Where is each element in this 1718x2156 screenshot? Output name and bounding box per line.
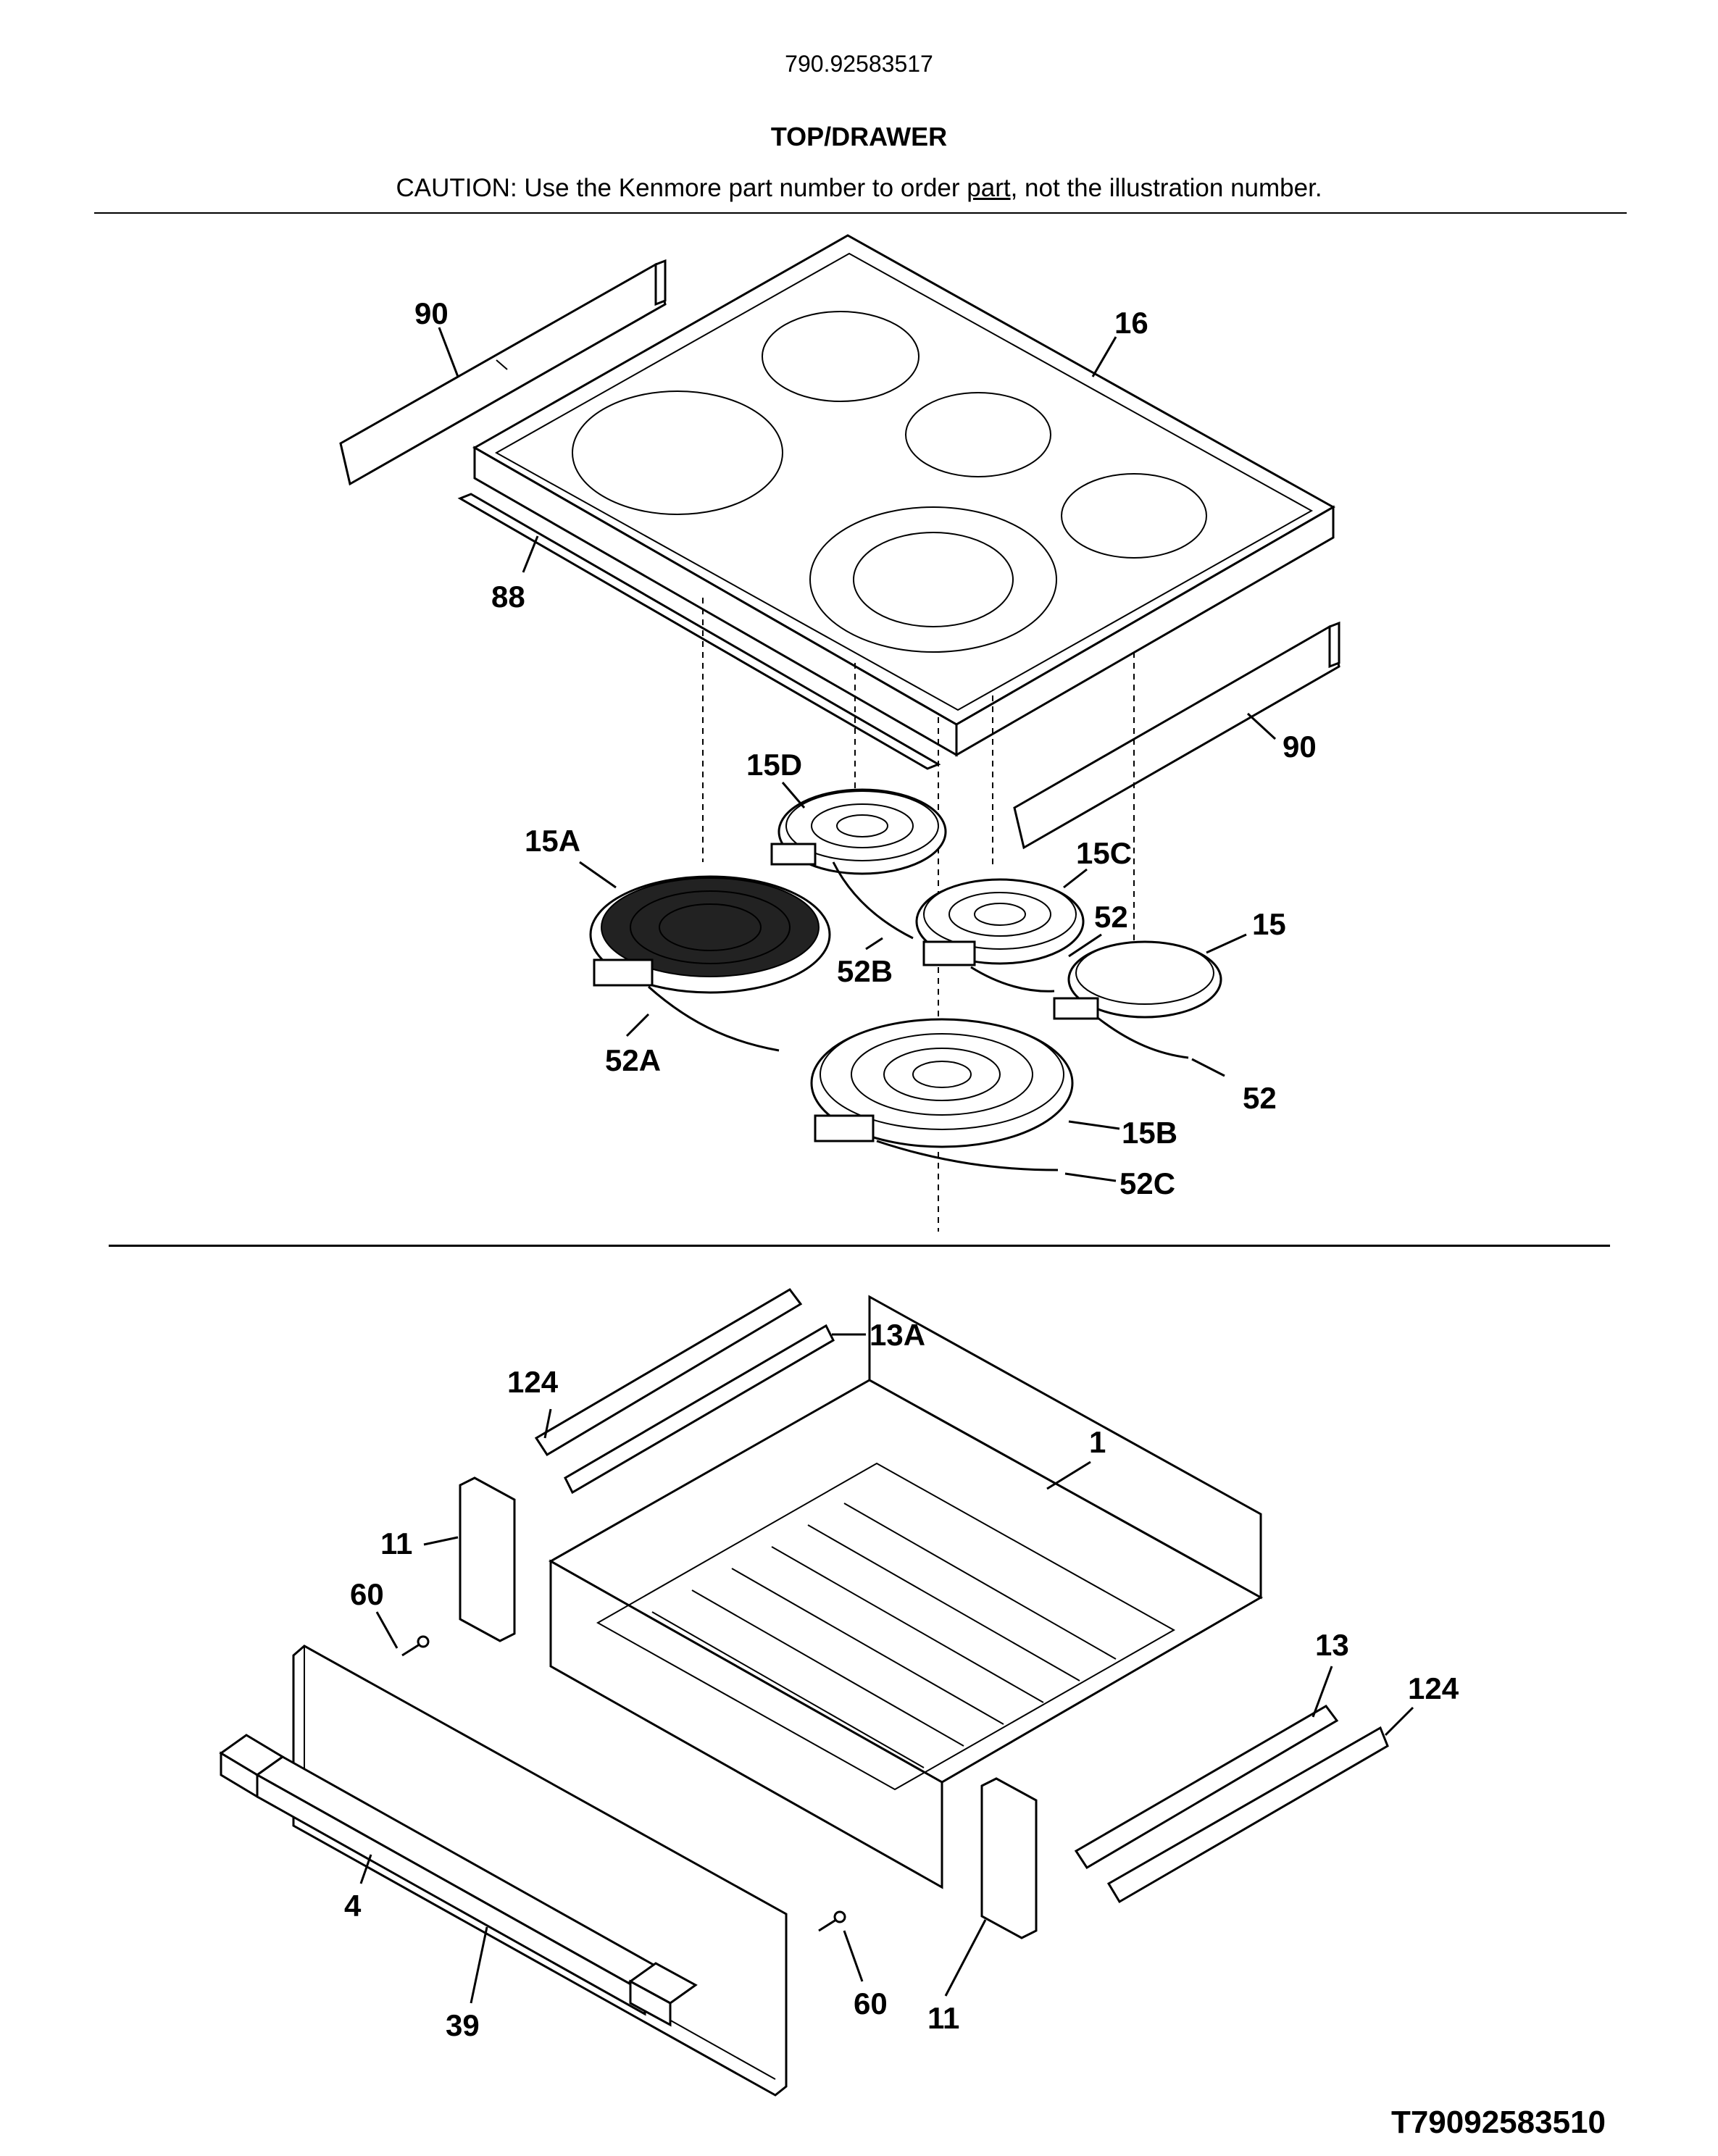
callout-1-drawer: 1 <box>1089 1425 1106 1459</box>
drawer-side-bracket-left <box>459 1476 516 1642</box>
callout-15-element: 15 <box>1252 907 1286 941</box>
callout-13a-slide: 13A <box>870 1318 925 1352</box>
element-15c <box>915 878 1085 966</box>
callout-124-slide-right: 124 <box>1408 1671 1459 1705</box>
callout-4-drawer-front: 4 <box>344 1889 362 1923</box>
drawer-handle <box>219 1734 698 2027</box>
mounting-screws <box>401 1635 846 1932</box>
callout-16-glass-top: 16 <box>1114 306 1148 340</box>
header-divider <box>94 212 1627 214</box>
top-callout-leaders <box>438 327 1277 1182</box>
callout-39-handle: 39 <box>446 2008 480 2042</box>
drawer-box <box>548 1295 1264 1889</box>
element-15d <box>770 788 947 875</box>
callout-52-lead-lower: 52 <box>1243 1081 1277 1115</box>
drawer-side-bracket-right <box>980 1777 1038 1939</box>
callout-124-slide-left: 124 <box>507 1365 559 1399</box>
callout-13-slide: 13 <box>1315 1628 1349 1662</box>
bottom-callout-leaders <box>359 1333 1414 2004</box>
element-15a <box>589 875 831 994</box>
rear-trim-bracket <box>339 259 667 486</box>
caution-text-end: , not the illustration number. <box>1010 174 1322 202</box>
callout-15a-element: 15A <box>525 824 580 858</box>
bottom-callouts: 13A 124 1 11 60 13 124 4 39 60 11 <box>344 1318 1459 2042</box>
callout-52-lead-upper: 52 <box>1094 900 1128 934</box>
callout-52b-lead: 52B <box>837 954 893 988</box>
section-title: TOP/DRAWER <box>770 122 948 151</box>
drawing-reference-number: T79092583510 <box>1390 2105 1606 2140</box>
callout-60-screw-right: 60 <box>854 1986 888 2021</box>
section-divider <box>109 1245 1610 1247</box>
callout-52c-lead: 52C <box>1119 1166 1175 1200</box>
callout-90-rear-bracket: 90 <box>414 296 449 330</box>
element-15b <box>810 1018 1074 1148</box>
callout-88-trim: 88 <box>491 580 525 614</box>
callout-60-screw-left: 60 <box>350 1577 384 1611</box>
callout-52a-lead: 52A <box>605 1043 661 1077</box>
element-15 <box>1053 940 1222 1020</box>
callout-11-bracket-right: 11 <box>927 2001 959 2035</box>
right-side-bracket <box>1013 621 1340 850</box>
model-number: 790.92583517 <box>785 51 933 77</box>
drawer-slide-left-upper <box>534 1288 835 1495</box>
terminal-leads <box>648 861 1189 1171</box>
callout-15d-element: 15D <box>746 748 802 782</box>
callout-15c-element: 15C <box>1076 836 1132 870</box>
callout-11-bracket-left: 11 <box>380 1526 412 1560</box>
top-callouts: 90 16 88 90 15D 15A 15C 52 15 52B 52A 52… <box>414 296 1317 1200</box>
caution-note: CAUTION: Use the Kenmore part number to … <box>0 174 1718 203</box>
drawer-slide-right <box>1074 1705 1389 1904</box>
caution-text-start: CAUTION: Use the Kenmore part number to … <box>396 174 967 202</box>
callout-15b-element: 15B <box>1122 1116 1177 1150</box>
callout-90-side-bracket: 90 <box>1283 730 1317 764</box>
cooktop-glass-top <box>472 234 1336 757</box>
caution-underlined-word: part <box>967 174 1011 202</box>
